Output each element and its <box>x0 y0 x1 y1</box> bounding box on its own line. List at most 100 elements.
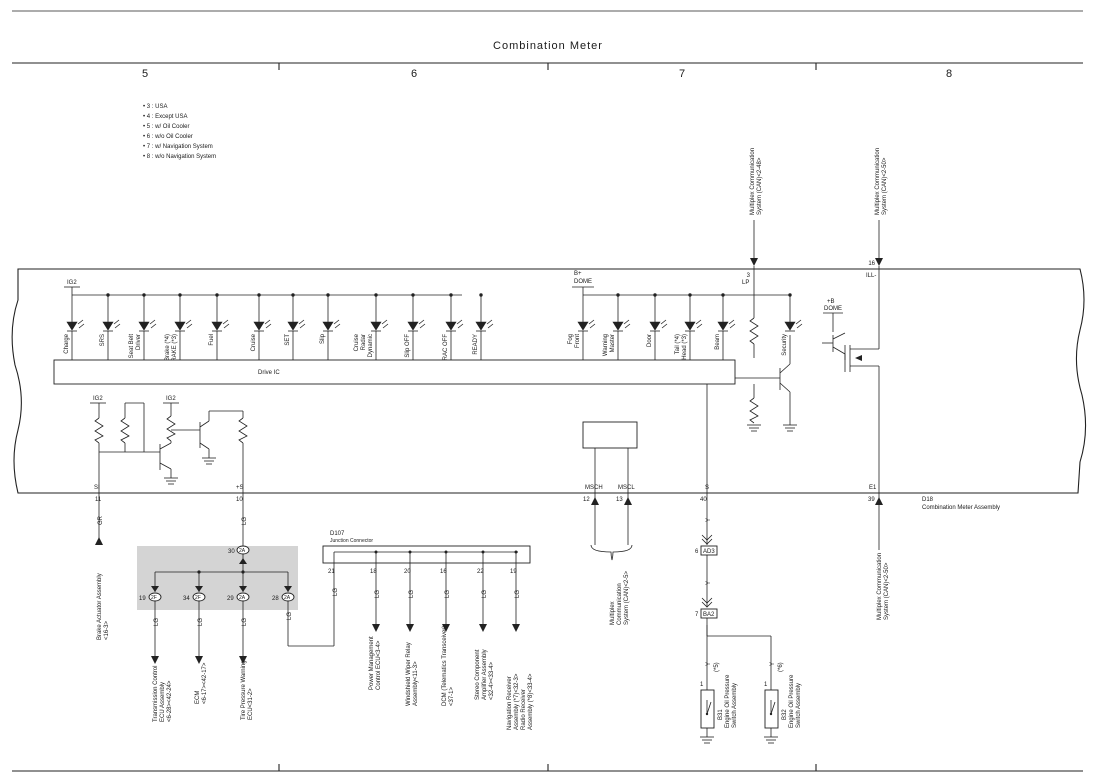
transistor-si-c <box>159 442 172 450</box>
led-ray <box>382 323 389 329</box>
drive-ic-label: Drive IC <box>258 370 280 376</box>
junction-pin-21: 21 <box>328 569 335 575</box>
ref-can-right: Multiplex CommunicationSystem (CAN)<2-50… <box>877 553 890 620</box>
note-line: • 5 : w/ Oil Cooler <box>143 124 189 130</box>
indicator-label: SRS <box>100 334 106 346</box>
switch-b32-tag: (*6) <box>778 662 784 672</box>
led-ray <box>729 323 736 329</box>
ground-symbol <box>202 457 216 465</box>
resistor-si-pullup <box>94 417 104 444</box>
indicator-label: DynamicRadarCruise <box>354 333 374 357</box>
pin-ill-num: 16 <box>868 261 875 267</box>
led-ray <box>660 319 667 325</box>
indicator-charge: Charge <box>64 295 85 360</box>
indicator-brake-3-brake-4: BRAKE (*3)Brake (*4) <box>165 293 193 366</box>
ig2-label: IG2 <box>67 280 77 286</box>
ref-nav-radio: Navigation ReceiverAssembly (*7)<32-3>Ra… <box>507 673 534 730</box>
led-ray <box>457 323 464 329</box>
can-transceiver-box <box>582 421 638 449</box>
led-icon <box>612 321 624 331</box>
resistor-lp-pull <box>749 397 759 424</box>
junction-pin-num: 19 <box>510 569 517 575</box>
ground-symbol <box>747 424 761 432</box>
pin-ill-name: ILL- <box>866 273 876 279</box>
wire-color-lg: LG <box>242 517 248 525</box>
bplus-label: B+ <box>574 271 582 277</box>
led-icon <box>211 321 223 331</box>
indicator-srs: SRS <box>100 293 121 360</box>
switch-b31-pin: 1 <box>700 682 704 688</box>
transistor-emitter <box>779 382 791 393</box>
junction-pin-num: 21 <box>328 569 335 575</box>
led-ray <box>589 323 596 329</box>
mpx-ref-left-text: Multiplex CommunicationSystem (CAN)<2-48… <box>750 148 763 215</box>
wire-color-lg: LG <box>445 590 451 598</box>
pin-e1-num: 39 <box>868 497 875 503</box>
led-ray <box>223 323 230 329</box>
wire-color-y: Y <box>706 662 712 666</box>
indicator-master-warning: MasterWarning <box>603 293 631 360</box>
resistor-splus <box>238 417 248 444</box>
branch-num: 29 <box>227 596 234 602</box>
arrow-out-icon <box>372 624 380 632</box>
led-ray <box>114 323 121 329</box>
led-ray <box>728 319 735 325</box>
led-ray <box>487 323 494 329</box>
indicator-slip: Slip <box>320 293 341 360</box>
led-icon <box>684 321 696 331</box>
led-ray <box>185 319 192 325</box>
arrow-joint <box>239 558 247 564</box>
junction-code: D107 <box>330 531 345 537</box>
pin-s-name: S <box>705 485 709 491</box>
ref-ecm: ECM<6-17><42-17> <box>195 662 208 704</box>
dome-right-label: DOME <box>824 306 842 312</box>
switch-b32-name: Engine Oil PressureSwitch Assembly <box>789 674 802 728</box>
switch-node <box>769 712 773 716</box>
indicator-label: Beam <box>715 334 721 350</box>
ref-can-bottom: MultiplexCommunicationSystem (CAN)<2-5> <box>610 570 630 625</box>
indicator-label: Slip <box>320 333 326 344</box>
indicator-driver-seat-belt: DriverSeat Belt <box>129 293 157 360</box>
wire-color-lg: LG <box>333 588 339 596</box>
led-ray <box>624 323 631 329</box>
arrow-in <box>624 497 632 505</box>
arrow-out-icon <box>195 656 203 664</box>
mpx-ref-right: Multiplex CommunicationSystem (CAN)<2-50… <box>875 148 888 215</box>
indicator-trac-off: TRAC OFF <box>443 293 464 364</box>
connector-ba2 <box>700 608 718 619</box>
ba2-num: 7 <box>695 612 699 618</box>
combination-meter-outline <box>11 268 1087 494</box>
arrow-out-icon <box>406 624 414 632</box>
pin-splus-name: +S <box>236 485 244 491</box>
branch-conn: 2F <box>151 595 157 601</box>
led-icon <box>717 321 729 331</box>
arrow-out-icon <box>442 624 450 632</box>
can-brace <box>590 544 633 561</box>
wire-color-lg: LG <box>242 618 248 626</box>
wire-color-gr: GR <box>98 515 104 525</box>
wire-color-y: Y <box>770 662 776 666</box>
pin-msch-num: 12 <box>583 497 590 503</box>
led-ray <box>78 323 85 329</box>
mpx-ref-left: Multiplex CommunicationSystem (CAN)<2-48… <box>750 148 763 215</box>
column-number: 8 <box>946 68 952 80</box>
led-ray <box>222 319 229 325</box>
ref-stereo-amp: Stereo ComponentAmplifier Assembly<32-4>… <box>475 649 495 700</box>
branch-num: 19 <box>139 596 146 602</box>
pin-si-name: SI <box>94 485 100 491</box>
wire-color-lg: LG <box>198 618 204 626</box>
branch-num: 34 <box>183 596 190 602</box>
note-line: • 7 : w/ Navigation System <box>143 144 213 150</box>
indicator-label: Fuel <box>209 334 215 346</box>
indicator-label: Head (*3)Tail (*4) <box>675 334 688 360</box>
branch-num: 28 <box>272 596 279 602</box>
indicator-label: READY <box>473 334 479 355</box>
indicator-front-fog: FrontFog <box>568 295 596 360</box>
indicator-ready: READY <box>473 293 494 360</box>
indicator-label: MasterWarning <box>603 334 616 356</box>
